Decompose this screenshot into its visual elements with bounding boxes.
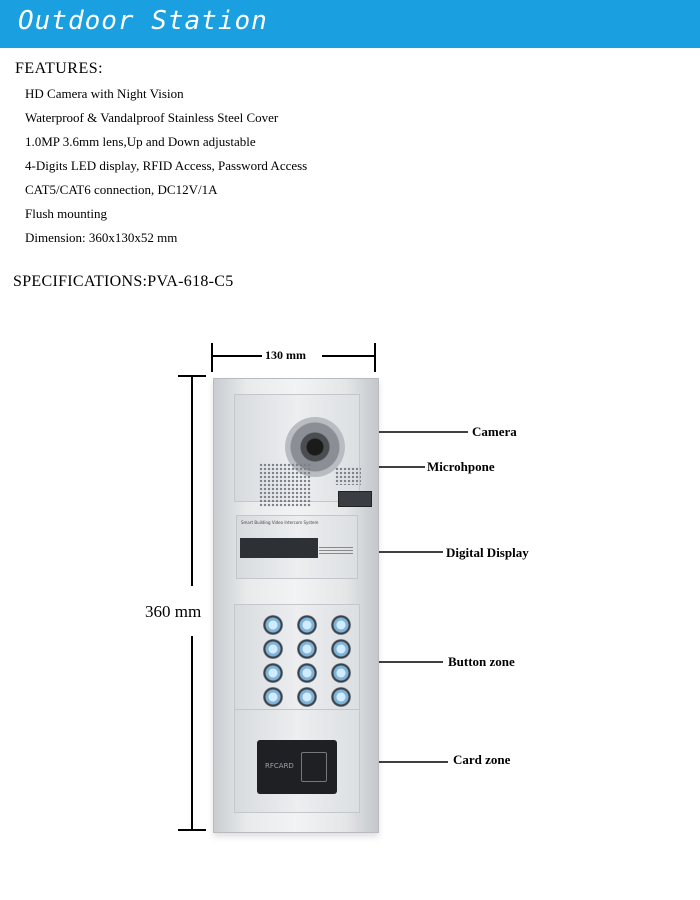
keypad-button[interactable] xyxy=(263,663,283,683)
callout-digital-display: Digital Display xyxy=(446,545,529,560)
callout-microphone: Microhpone xyxy=(427,459,495,474)
keypad xyxy=(263,615,357,711)
feature-item: CAT5/CAT6 connection, DC12V/1A xyxy=(25,182,218,197)
camera-panel xyxy=(234,394,372,507)
microphone-grille xyxy=(335,467,361,485)
callout-card-zone: Card zone xyxy=(453,752,511,767)
outdoor-station-device: Smart Building Video Intercom System RFC… xyxy=(213,378,379,833)
speaker-grille xyxy=(259,463,311,507)
keypad-button[interactable] xyxy=(331,663,351,683)
callout-button-zone: Button zone xyxy=(448,654,515,669)
title-banner: Outdoor Station xyxy=(0,0,700,48)
rfid-card-reader: RFCARD xyxy=(257,740,337,794)
card-panel: RFCARD xyxy=(234,709,360,813)
keypad-button[interactable] xyxy=(297,663,317,683)
feature-item: Dimension: 360x130x52 mm xyxy=(25,230,178,245)
keypad-button[interactable] xyxy=(297,615,317,635)
keypad-button[interactable] xyxy=(331,615,351,635)
rfcard-text: RFCARD xyxy=(265,762,294,770)
keypad-button[interactable] xyxy=(297,639,317,659)
keypad-button[interactable] xyxy=(263,687,283,707)
keypad-button[interactable] xyxy=(263,639,283,659)
feature-item: Waterproof & Vandalproof Stainless Steel… xyxy=(25,110,279,125)
specifications-heading: SPECIFICATIONS:PVA-618-C5 xyxy=(13,273,234,290)
keypad-button[interactable] xyxy=(331,687,351,707)
feature-list: HD Camera with Night Vision Waterproof &… xyxy=(25,84,307,252)
callout-camera: Camera xyxy=(472,424,517,439)
card-icon xyxy=(301,752,327,782)
display-panel: Smart Building Video Intercom System xyxy=(236,515,358,579)
page-title: Outdoor Station xyxy=(18,6,268,36)
feature-item: Flush mounting xyxy=(25,206,107,221)
ir-led-window xyxy=(338,491,372,507)
display-instructions xyxy=(319,546,353,554)
keypad-button[interactable] xyxy=(297,687,317,707)
lcd-screen xyxy=(240,538,318,558)
keypad-button[interactable] xyxy=(331,639,351,659)
keypad-panel xyxy=(234,604,360,712)
feature-item: 1.0MP 3.6mm lens,Up and Down adjustable xyxy=(25,134,256,149)
features-heading: FEATURES: xyxy=(15,60,104,77)
height-dimension-label: 360 mm xyxy=(145,602,202,621)
feature-item: HD Camera with Night Vision xyxy=(25,86,184,101)
width-dimension-label: 130 mm xyxy=(265,348,306,362)
keypad-button[interactable] xyxy=(263,615,283,635)
feature-item: 4-Digits LED display, RFID Access, Passw… xyxy=(25,158,308,173)
display-caption: Smart Building Video Intercom System xyxy=(241,520,319,525)
